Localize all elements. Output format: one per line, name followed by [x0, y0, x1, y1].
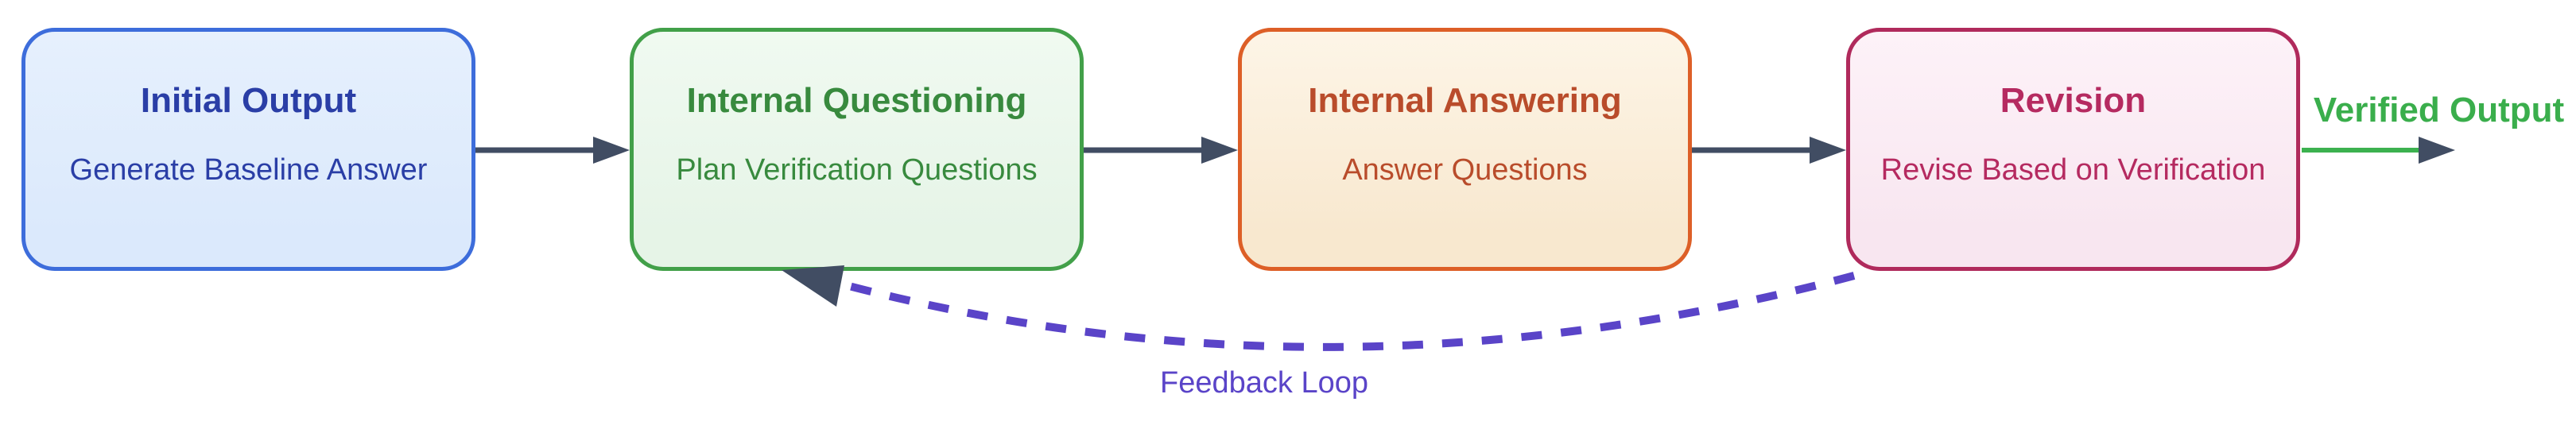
- node-title: Internal Answering: [1308, 81, 1622, 120]
- node-subtitle: Plan Verification Questions: [676, 153, 1038, 187]
- node-subtitle: Generate Baseline Answer: [69, 153, 428, 187]
- node-initial-output: Initial Output Generate Baseline Answer: [21, 28, 475, 271]
- node-title: Internal Questioning: [686, 81, 1027, 120]
- arrowhead: [593, 137, 630, 164]
- feedback-loop-label: Feedback Loop: [1160, 366, 1368, 400]
- node-internal-questioning: Internal Questioning Plan Verification Q…: [630, 28, 1084, 271]
- arrowhead: [1201, 137, 1238, 164]
- arrowhead: [2419, 137, 2455, 164]
- arrowhead: [1810, 137, 1846, 164]
- edge-feedback-loop: [841, 272, 1856, 351]
- node-subtitle: Revise Based on Verification: [1880, 153, 2266, 187]
- node-title: Revision: [2000, 81, 2147, 120]
- arrowhead: [782, 265, 844, 307]
- node-revision: Revision Revise Based on Verification: [1846, 28, 2300, 271]
- node-internal-answering: Internal Answering Answer Questions: [1238, 28, 1692, 271]
- node-subtitle: Answer Questions: [1342, 153, 1588, 187]
- verified-output-label: Verified Output: [2313, 91, 2565, 129]
- node-title: Initial Output: [140, 81, 357, 120]
